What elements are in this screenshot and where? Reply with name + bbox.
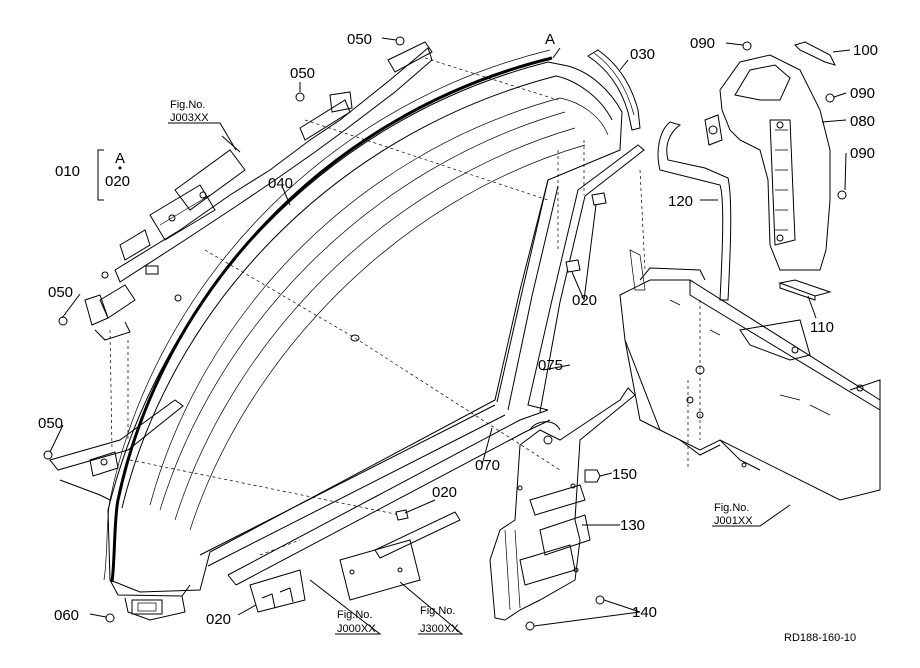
- fig-ref-j000-label: Fig.No.: [337, 609, 372, 621]
- marker-a-top: A: [545, 31, 555, 48]
- fig-ref-j300-code: J300XX: [420, 623, 459, 635]
- bolt-050-top: [395, 36, 405, 46]
- part-100: [794, 41, 836, 66]
- seal-030: [587, 49, 641, 131]
- front-glass-panel: [107, 61, 623, 621]
- seal-040: [103, 49, 553, 583]
- fig-ref-j003-label: Fig.No.: [170, 99, 205, 111]
- label-130: 130: [620, 517, 645, 534]
- bolt-090-top: [742, 41, 752, 51]
- part-110: [778, 279, 832, 301]
- label-030: 030: [630, 46, 655, 63]
- bolt-050-upper: [295, 92, 305, 102]
- label-060: 060: [54, 607, 79, 624]
- fig-ref-j000-code: J000XX: [337, 623, 376, 635]
- fig-ref-j003: Fig.No. J003XX: [170, 99, 209, 124]
- label-050-lower: 050: [38, 415, 63, 432]
- label-080: 080: [850, 113, 875, 130]
- bolt-group: [43, 36, 847, 631]
- bolt-050-lower: [43, 450, 53, 460]
- guide-lines: [109, 57, 701, 556]
- bolt-050-left: [58, 316, 68, 326]
- label-100: 100: [853, 42, 878, 59]
- label-020-group: 020: [105, 173, 130, 190]
- label-075: 075: [538, 357, 563, 374]
- bolt-140-a: [595, 595, 605, 605]
- label-140: 140: [632, 604, 657, 621]
- fig-ref-leaders: [168, 122, 791, 635]
- label-090-top: 090: [690, 35, 715, 52]
- fig-ref-j001: Fig.No. J001XX: [714, 502, 753, 527]
- fig-ref-j003-code: J003XX: [170, 112, 209, 124]
- label-020-bottom: 020: [206, 611, 231, 628]
- label-050-top: 050: [347, 31, 372, 48]
- fig-ref-j000: Fig.No. J000XX: [337, 609, 376, 635]
- lower-hinge-bracket: [49, 399, 184, 501]
- hose-120: [657, 121, 732, 301]
- bolt-090-low: [837, 190, 847, 200]
- bolt-140-b: [525, 621, 535, 631]
- label-090-low: 090: [850, 145, 875, 162]
- label-040: 040: [268, 175, 293, 192]
- label-110: 110: [810, 319, 834, 336]
- fig-ref-j001-label: Fig.No.: [714, 502, 749, 514]
- fig-ref-j300-label: Fig.No.: [420, 605, 455, 617]
- label-020-right: 020: [572, 292, 597, 309]
- leader-lines: [49, 37, 851, 627]
- upper-hinge-bracket: [84, 41, 433, 341]
- fig-ref-j001-code: J001XX: [714, 515, 753, 527]
- duct-080: [704, 54, 831, 271]
- label-010: 010: [55, 163, 80, 180]
- fig-ref-j300: Fig.No. J300XX: [420, 605, 459, 635]
- group-dot: [118, 166, 122, 170]
- label-020-mid: 020: [432, 484, 457, 501]
- label-120: 120: [668, 193, 693, 210]
- cab-side-panel: [619, 249, 881, 501]
- regulator-bracket-130: [489, 387, 636, 621]
- bolt-060: [105, 613, 115, 623]
- bolt-150: [584, 469, 601, 483]
- seal-070: [227, 409, 551, 586]
- label-070: 070: [475, 457, 500, 474]
- drawing-code: RD188-160-10: [784, 632, 856, 644]
- label-150: 150: [612, 466, 637, 483]
- marker-a-group: A: [115, 150, 125, 167]
- label-090-mid: 090: [850, 85, 875, 102]
- label-050-left: 050: [48, 284, 73, 301]
- clip-020-group: [249, 192, 607, 613]
- label-050-upper: 050: [290, 65, 315, 82]
- part-labels: 050 050 A 030 090 100 090 080 090 120 11…: [38, 31, 878, 628]
- bolt-090-mid: [825, 93, 835, 103]
